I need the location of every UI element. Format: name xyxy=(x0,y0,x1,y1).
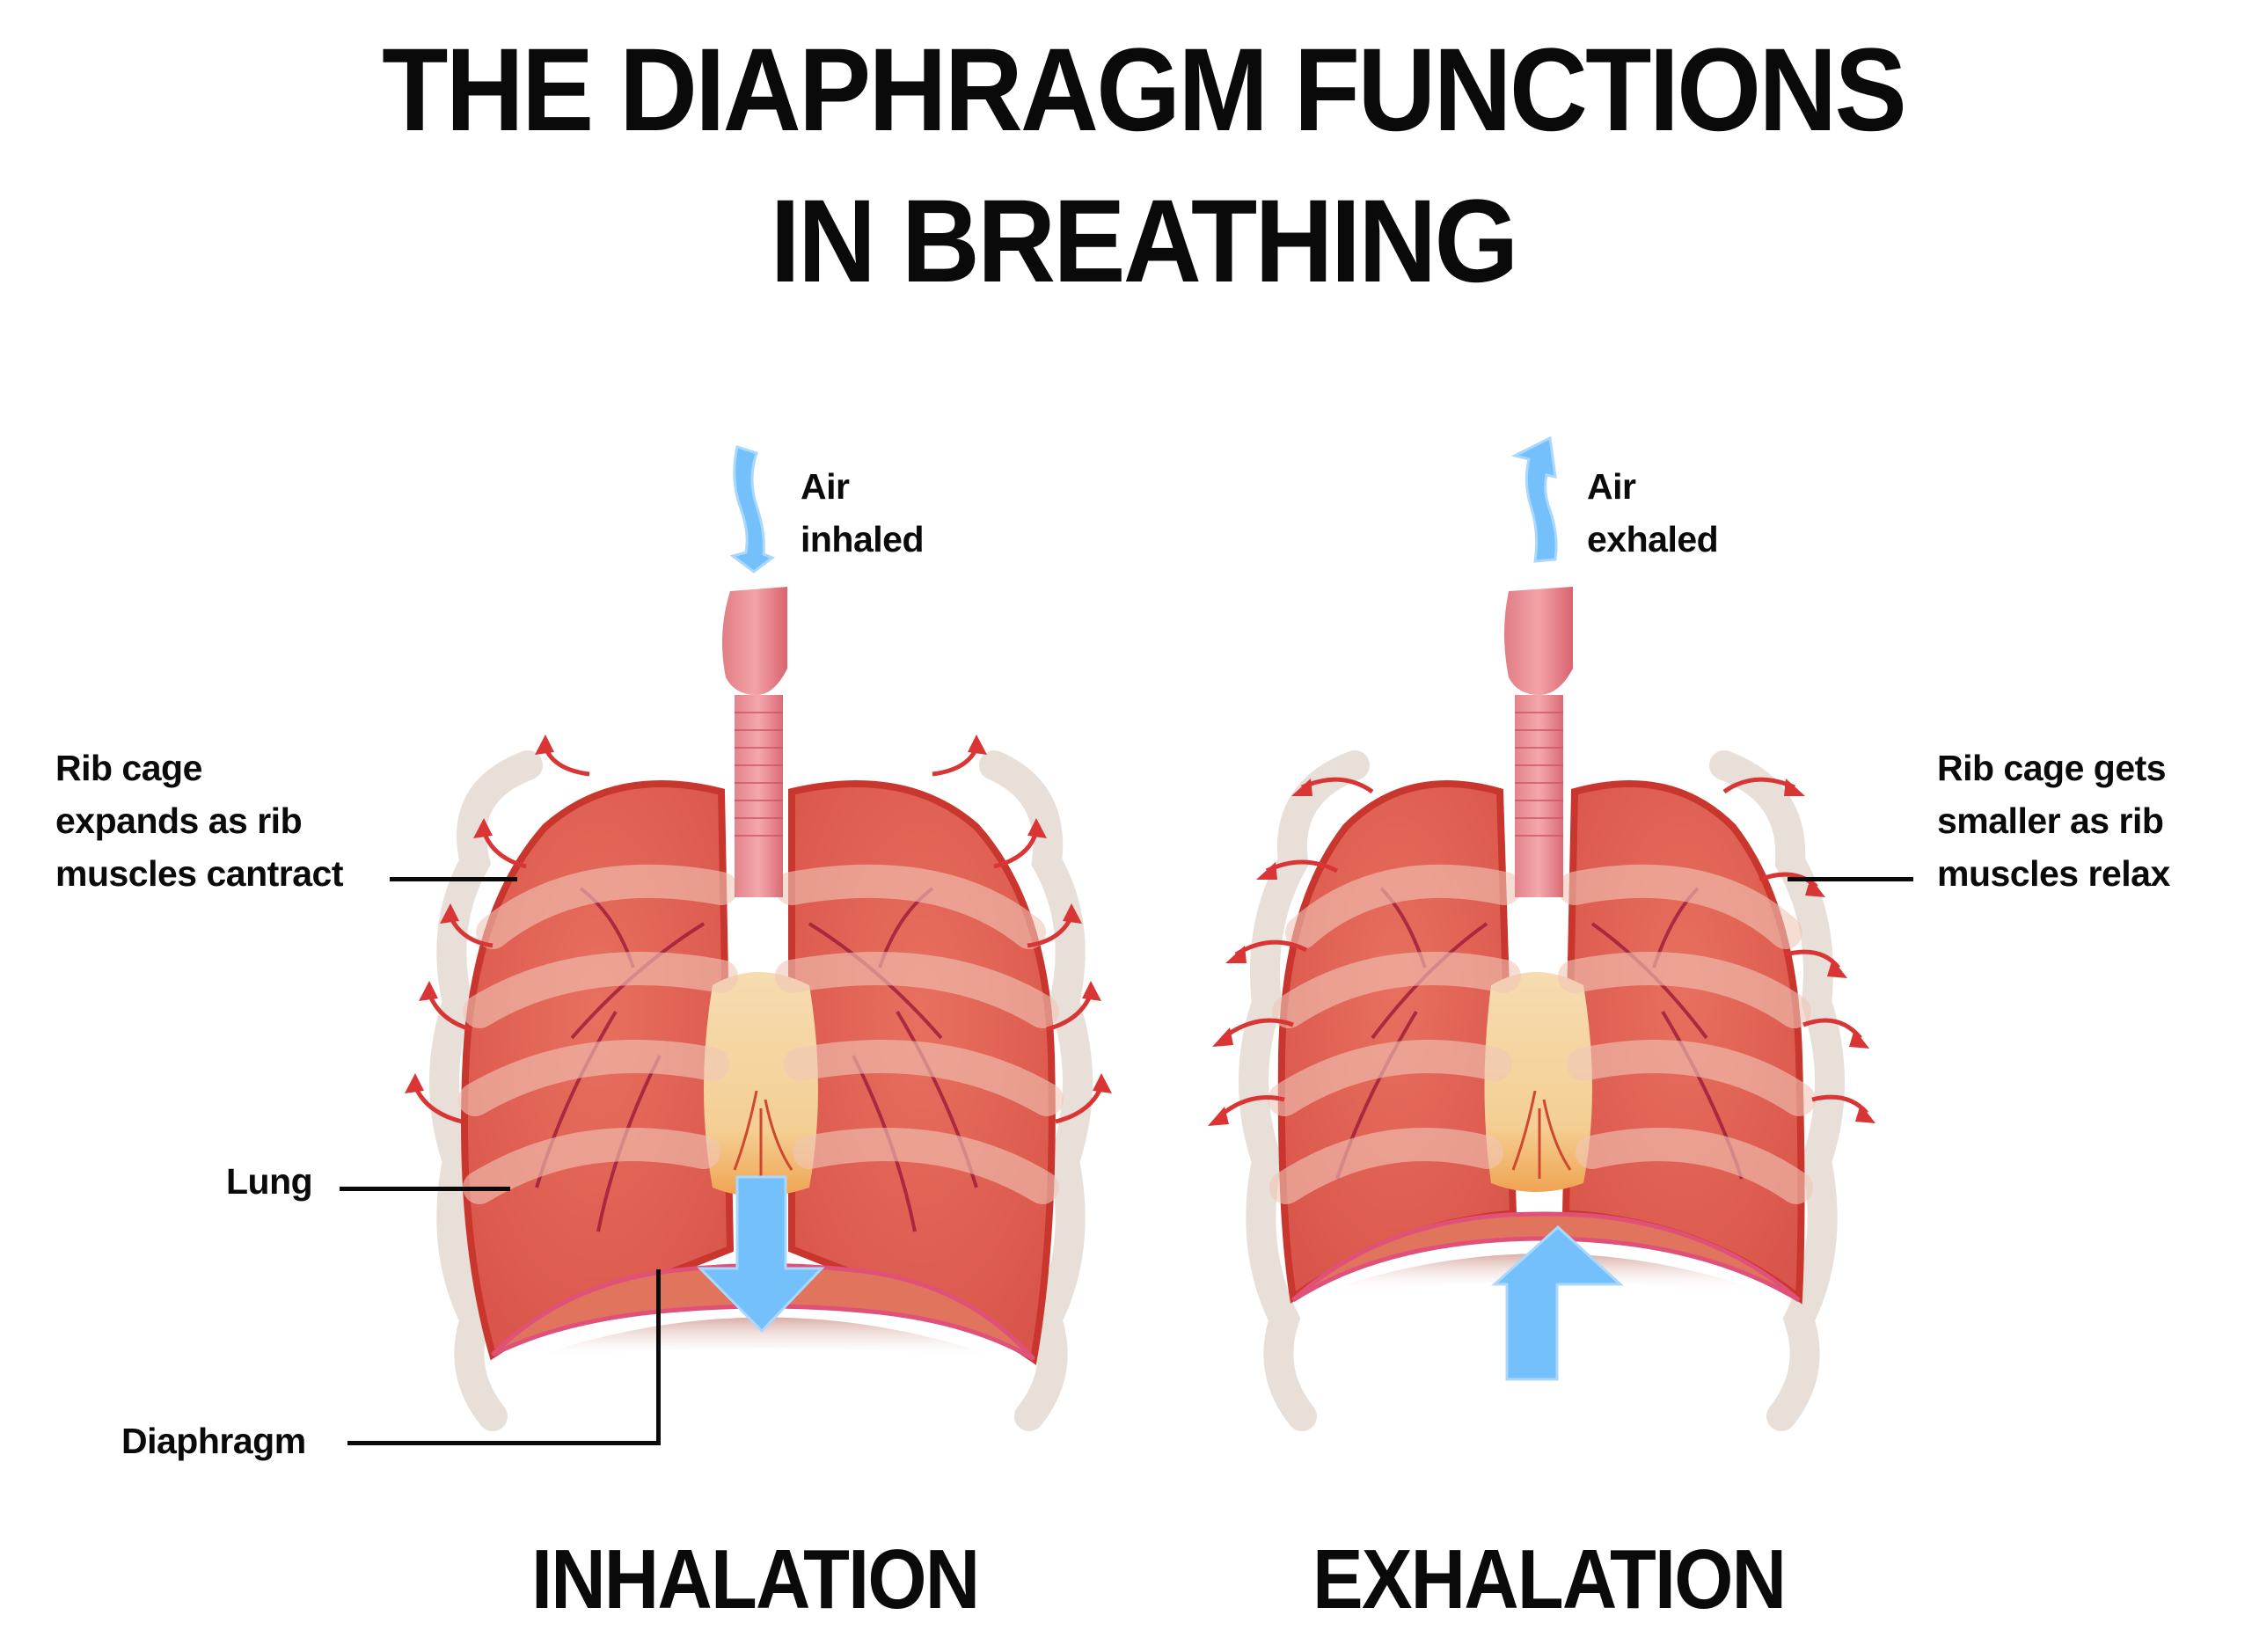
trachea-icon xyxy=(735,695,783,897)
rib-label-line-2: smaller as rib xyxy=(1937,800,2164,841)
lung-label: Lung xyxy=(226,1161,313,1202)
diaphragm-label: Diaphragm xyxy=(121,1421,306,1461)
air-label-line-1: Air xyxy=(1587,466,1636,507)
diaphragm-icon xyxy=(491,1263,1035,1362)
air-label-line-2: exhaled xyxy=(1587,519,1719,559)
rib-label-line-1: Rib cage xyxy=(55,748,202,788)
air-inhaled-label: Air inhaled xyxy=(801,460,925,566)
heart-icon xyxy=(1484,972,1592,1192)
rib-label-line-3: muscles relax xyxy=(1937,853,2170,894)
exhalation-heading: EXHALATION xyxy=(1312,1532,1787,1626)
exhalation-lungs-group xyxy=(1208,435,1875,1431)
inhalation-heading: INHALATION xyxy=(531,1532,980,1626)
air-label-line-2: inhaled xyxy=(801,519,925,559)
air-exhaled-label: Air exhaled xyxy=(1587,460,1719,566)
trachea-icon xyxy=(1515,695,1563,897)
arrow-up-icon xyxy=(1491,1224,1624,1381)
rib-cage-icon xyxy=(429,750,1093,1431)
front-ribs-icon xyxy=(1268,864,1816,1204)
lung-leader-line xyxy=(340,1187,510,1191)
arrow-down-icon xyxy=(697,1175,825,1334)
front-ribs-icon xyxy=(458,864,1064,1204)
page-title-line-1: THE DIAPHRAGM FUNCTIONS xyxy=(382,25,1907,156)
air-label-line-1: Air xyxy=(801,466,850,507)
heart-icon xyxy=(704,972,818,1196)
rib-cage-smaller-leader-line xyxy=(1788,877,1913,881)
larynx-icon xyxy=(722,587,787,695)
page-title-line-2: IN BREATHING xyxy=(770,176,1519,307)
diaphragm-icon xyxy=(1291,1211,1801,1303)
diaphragm-leader-line-horizontal xyxy=(347,1441,661,1445)
wavy-arrow-up-icon xyxy=(1510,435,1558,563)
rib-cage-expands-label: Rib cage expands as rib muscles cantract xyxy=(55,742,344,900)
rib-cage-smaller-label: Rib cage gets smaller as rib muscles rel… xyxy=(1937,742,2170,900)
rib-label-line-3: muscles cantract xyxy=(55,853,344,894)
larynx-icon xyxy=(1504,587,1573,695)
diaphragm-leader-line-vertical xyxy=(656,1269,661,1445)
rib-label-line-2: expands as rib xyxy=(55,800,303,841)
inhalation-lungs-group xyxy=(405,445,1112,1431)
rib-cage-icon xyxy=(1239,750,1845,1431)
rib-label-line-1: Rib cage gets xyxy=(1937,748,2167,788)
rib-cage-expands-leader-line xyxy=(390,877,517,881)
wavy-arrow-down-icon xyxy=(729,445,776,574)
